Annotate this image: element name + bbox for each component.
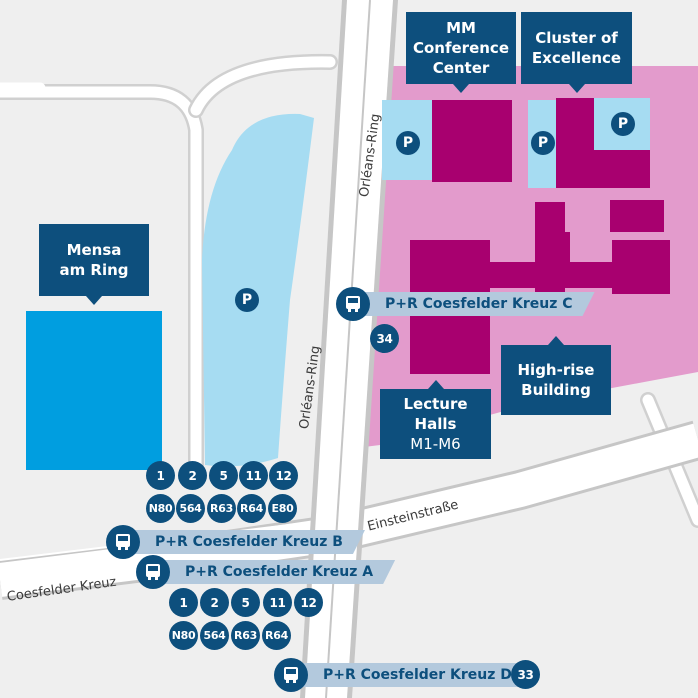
line-badge[interactable]: 11 [239, 461, 268, 490]
label-mm-conference-center[interactable]: MM Conference Center [406, 12, 516, 93]
line-badge[interactable]: 33 [511, 660, 540, 689]
label-text: High-rise Building [517, 361, 595, 399]
bus-icon[interactable] [274, 658, 308, 692]
parking-icon[interactable]: P [396, 131, 420, 155]
bus-icon[interactable] [136, 555, 170, 589]
label-cluster-of-excellence[interactable]: Cluster of Excellence [521, 12, 632, 93]
line-badge[interactable]: E80 [268, 494, 297, 523]
line-badge[interactable]: 11 [263, 588, 292, 617]
parking-icon[interactable]: P [611, 112, 635, 136]
label-mensa-am-ring[interactable]: Mensa am Ring [39, 224, 149, 305]
minor-roads [0, 53, 698, 528]
parking-lot-left [202, 113, 314, 467]
line-badge[interactable]: R63 [231, 621, 260, 650]
line-badge[interactable]: 1 [169, 588, 198, 617]
line-badge[interactable]: N80 [169, 621, 198, 650]
line-badge[interactable]: N80 [146, 494, 175, 523]
label-text: Mensa am Ring [59, 241, 129, 279]
parking-icon[interactable]: P [531, 131, 555, 155]
stop-b-label[interactable]: P+R Coesfelder Kreuz B [119, 530, 365, 554]
stop-c-label[interactable]: P+R Coesfelder Kreuz C [349, 292, 595, 316]
line-badge[interactable]: R63 [207, 494, 236, 523]
label-text: Cluster of Excellence [531, 29, 622, 67]
line-badge[interactable]: 12 [294, 588, 323, 617]
stop-a-label[interactable]: P+R Coesfelder Kreuz A [149, 560, 395, 584]
bus-icon[interactable] [106, 525, 140, 559]
label-text: MM Conference Center [412, 19, 509, 77]
label-lecture-halls[interactable]: Lecture Halls M1-M6 [380, 380, 491, 459]
line-badge[interactable]: 564 [176, 494, 205, 523]
label-subtext: M1-M6 [410, 435, 461, 453]
line-badge[interactable]: 12 [269, 461, 298, 490]
label-high-rise-building[interactable]: High-rise Building [501, 336, 611, 415]
line-badge[interactable]: 5 [231, 588, 260, 617]
parking-icon[interactable]: P [235, 288, 259, 312]
stop-d-label[interactable]: P+R Coesfelder Kreuz D [287, 663, 534, 687]
line-badge[interactable]: R64 [237, 494, 266, 523]
line-badge[interactable]: 2 [178, 461, 207, 490]
label-text: Lecture Halls [403, 395, 468, 433]
line-badge[interactable]: 2 [200, 588, 229, 617]
line-badge[interactable]: 1 [146, 461, 175, 490]
line-badge[interactable]: R64 [262, 621, 291, 650]
line-badge[interactable]: 5 [209, 461, 238, 490]
bus-icon[interactable] [336, 287, 370, 321]
campus-buildings [410, 98, 670, 374]
line-badge[interactable]: 564 [200, 621, 229, 650]
mensa-building [26, 311, 162, 470]
line-badge[interactable]: 34 [370, 324, 399, 353]
